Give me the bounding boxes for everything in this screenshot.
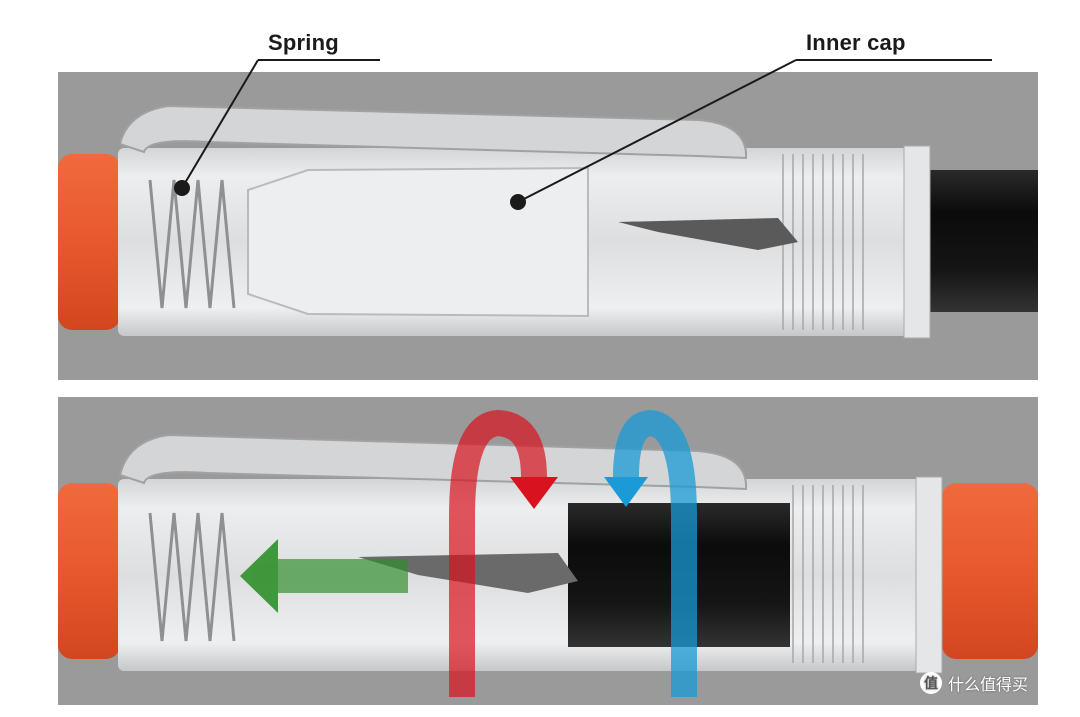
red-rotation-arrow: [449, 409, 558, 697]
green-arrow: [240, 539, 408, 613]
spring-label: Spring: [268, 30, 339, 55]
pen-clip: [118, 433, 748, 491]
orange-barrel: [58, 154, 120, 330]
spring: [148, 512, 236, 642]
nib: [618, 218, 798, 250]
blue-rotation-arrow: [604, 409, 697, 697]
orange-barrel-left: [58, 483, 120, 659]
orange-barrel-right: [942, 483, 1038, 659]
pen-cap-illustration-bottom: [58, 397, 1038, 705]
diagram-panel-bottom: 值 什么值得买: [58, 397, 1038, 705]
inner-cap: [247, 166, 589, 318]
inner-cap-label: Inner cap: [806, 30, 906, 55]
spring: [148, 179, 236, 309]
end-ring: [915, 476, 943, 674]
black-section: [928, 170, 1038, 312]
watermark: 值 什么值得买: [919, 671, 1028, 695]
end-ring: [903, 145, 931, 339]
threads: [792, 485, 864, 663]
pen-cap-illustration-top: [58, 72, 1038, 380]
watermark-text: 什么值得买: [947, 675, 1028, 694]
watermark-logo-icon: 值: [919, 672, 942, 694]
diagram-panel-top: [58, 72, 1038, 380]
